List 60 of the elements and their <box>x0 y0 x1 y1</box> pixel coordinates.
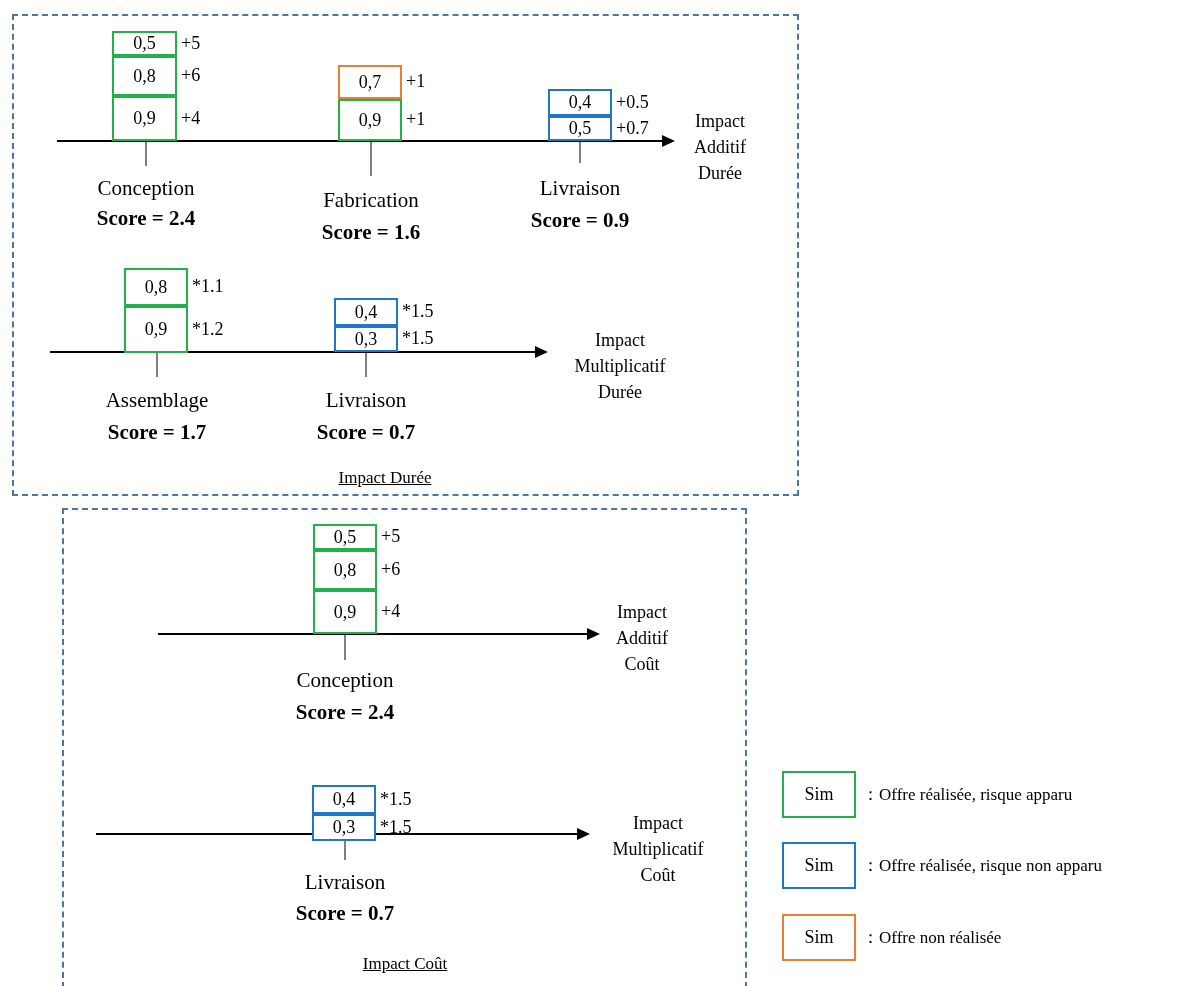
value-box: 0,3 <box>312 814 376 841</box>
value-box: 0,3 <box>334 326 398 352</box>
score-label: Score = 0.7 <box>295 901 395 926</box>
factor-label: +6 <box>381 559 401 580</box>
legend-text: ：Offre réalisée, risque non apparu <box>862 855 1102 877</box>
factor-label: +5 <box>181 32 201 54</box>
phase-label: Conception <box>296 668 394 693</box>
value-box: 0,5 <box>313 524 377 550</box>
sample-text: Sim <box>804 784 834 805</box>
score-label: Score = 1.6 <box>321 220 421 245</box>
axis-label: Impact Additif Coût <box>615 601 669 676</box>
factor-label: *1.5 <box>380 788 412 810</box>
legend-text: ：Offre non réalisée <box>862 927 1002 949</box>
score-label: Score = 0.9 <box>530 208 630 233</box>
phase-label: Fabrication <box>323 188 419 213</box>
value-box: 0,9 <box>338 99 402 141</box>
score-label: Score = 0.7 <box>316 420 416 445</box>
score-label: Score = 1.7 <box>107 420 207 445</box>
score-label: Score = 2.4 <box>295 700 395 725</box>
phase-label: Assemblage <box>105 388 209 413</box>
score-label: Score = 2.4 <box>96 206 196 231</box>
factor-label: *1.5 <box>402 301 434 322</box>
phase-label: Livraison <box>539 176 621 201</box>
factor-label: +4 <box>381 601 401 622</box>
value-box: 0,4 <box>312 785 376 814</box>
factor-label: +6 <box>181 65 201 86</box>
dashed-panel <box>62 508 747 986</box>
panel-title: Impact Durée <box>338 468 432 488</box>
sample-text: Sim <box>804 927 834 948</box>
factor-label: +1 <box>406 71 426 92</box>
phase-label: Conception <box>97 176 195 201</box>
factor-label: +0.7 <box>616 117 649 139</box>
value-box: 0,8 <box>313 550 377 590</box>
value-box: 0,5 <box>112 31 177 56</box>
panel-title: Impact Coût <box>362 954 448 974</box>
value-box: 0,9 <box>313 590 377 634</box>
factor-label: *1.1 <box>192 276 224 297</box>
factor-label: *1.5 <box>380 816 412 838</box>
axis-label: Impact Additif Durée <box>693 110 747 185</box>
factor-label: *1.5 <box>402 328 434 349</box>
value-box: 0,4 <box>334 298 398 326</box>
dashed-panel <box>12 14 799 496</box>
factor-label: +5 <box>381 526 401 547</box>
value-box: 0,9 <box>124 306 188 353</box>
factor-label: +1 <box>406 109 426 130</box>
factor-label: +4 <box>181 107 201 129</box>
value-box: 0,4 <box>548 89 612 116</box>
value-box: 0,9 <box>112 96 177 141</box>
axis-label: Impact Multiplicatif Coût <box>611 812 705 887</box>
factor-label: +0.5 <box>616 91 649 113</box>
value-box: 0,5 <box>548 116 612 141</box>
factor-label: *1.2 <box>192 318 224 340</box>
phase-label: Livraison <box>304 870 386 895</box>
phase-label: Livraison <box>325 388 407 413</box>
axis-label: Impact Multiplicatif Durée <box>573 329 667 404</box>
value-box: 0,8 <box>124 268 188 306</box>
legend-text: ：Offre réalisée, risque apparu <box>862 784 1073 806</box>
value-box: 0,8 <box>112 56 177 96</box>
value-box: 0,7 <box>338 65 402 99</box>
sample-text: Sim <box>804 855 834 876</box>
